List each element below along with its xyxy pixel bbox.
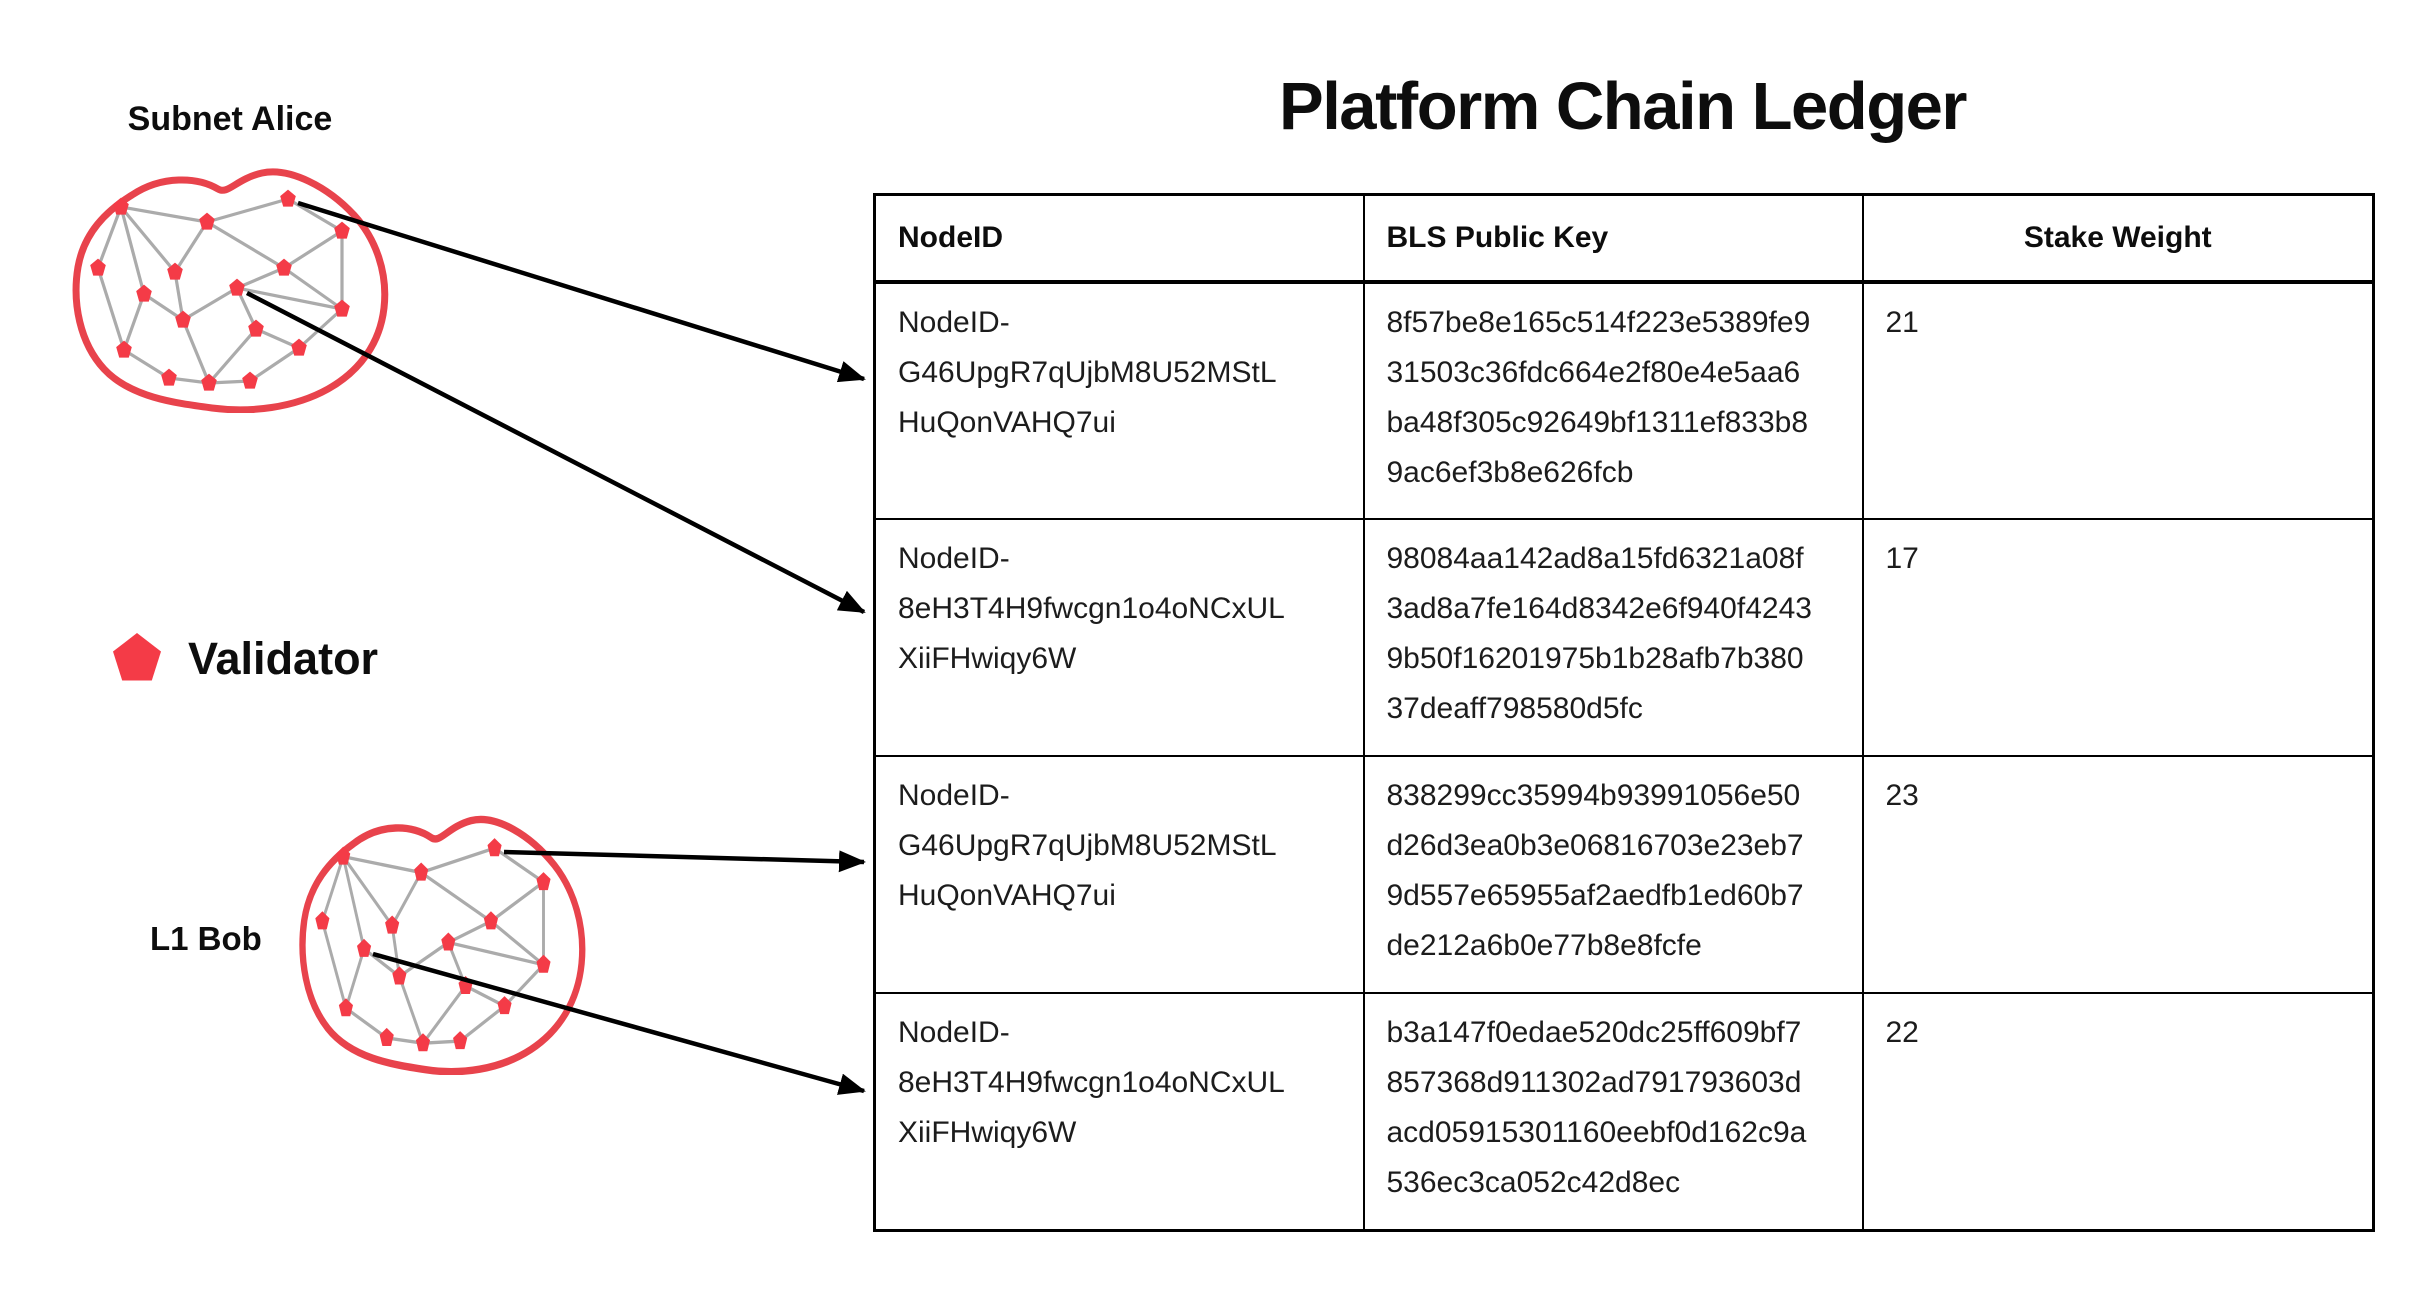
validator-node-icon: [441, 932, 456, 951]
bls-key-cell: 838299cc35994b93991056e50d26d3ea0b3e0681…: [1362, 755, 1864, 994]
stake-weight-cell: 21: [1861, 281, 2375, 520]
subnet-alice-network: [70, 163, 390, 413]
validator-node-icon: [385, 915, 400, 934]
validator-node-icon: [90, 258, 106, 276]
validator-node-icon: [201, 373, 217, 391]
ledger-row: NodeID-G46UpgR7qUjbM8U52MStLHuQonVAHQ7ui…: [873, 281, 2375, 520]
validator-node-icon: [392, 966, 407, 985]
legend-label: Validator: [188, 632, 379, 684]
validator-node-icon: [280, 189, 296, 207]
legend: Validator: [112, 632, 378, 684]
bls-key-cell: 8f57be8e165c514f223e5389fe931503c36fdc66…: [1362, 281, 1864, 520]
page-title: Platform Chain Ledger: [1279, 69, 1967, 144]
peer-links: [96, 197, 344, 385]
pentagon-icon: [113, 633, 161, 681]
subnet-alice-label: Subnet Alice: [127, 100, 333, 138]
validator-node-icon: [356, 938, 372, 957]
peer-links: [320, 846, 545, 1045]
validator-node-icon: [536, 954, 551, 973]
validator-node-icon: [336, 846, 351, 865]
stake-weight-cell: 23: [1861, 755, 2375, 994]
ledger-header-row: NodeID BLS Public Key Stake Weight: [873, 193, 2375, 284]
validator-node-icon: [536, 872, 551, 891]
validator-node-icon: [315, 911, 330, 930]
l1-bob-network: [297, 810, 587, 1075]
l1-bob-label: L1 Bob: [150, 920, 262, 957]
validator-node-icon: [113, 197, 129, 215]
stake-weight-cell: 22: [1861, 992, 2375, 1231]
validator-node-icon: [334, 299, 350, 317]
validator-node-icon: [453, 1031, 468, 1050]
validator-node-icon: [379, 1027, 394, 1046]
validator-node-icon: [175, 310, 191, 328]
validator-node-icon: [161, 368, 177, 386]
validator-node-icon: [334, 221, 350, 239]
validator-node-icon: [487, 838, 502, 857]
nodeid-cell: NodeID-G46UpgR7qUjbM8U52MStLHuQonVAHQ7ui: [873, 755, 1365, 994]
stake-weight-cell: 17: [1861, 518, 2375, 757]
ledger-row: NodeID-8eH3T4H9fwcgn1o4oNCxULXiiFHwiqy6W…: [873, 518, 2375, 757]
validator-node-icon: [483, 911, 499, 930]
validator-node-icon: [338, 998, 354, 1017]
header-stake-weight: Stake Weight: [1861, 193, 2375, 284]
nodeid-cell: NodeID-8eH3T4H9fwcgn1o4oNCxULXiiFHwiqy6W: [873, 518, 1365, 757]
validator-node-icon: [199, 212, 215, 230]
bls-key-cell: b3a147f0edae520dc25ff609bf7857368d911302…: [1362, 992, 1864, 1231]
ledger-table-body: NodeID-G46UpgR7qUjbM8U52MStLHuQonVAHQ7ui…: [873, 281, 2375, 1231]
validator-node-icon: [458, 975, 473, 995]
validator-node-icon: [116, 340, 132, 358]
validator-node-icon: [248, 319, 264, 337]
validator-node-icon: [229, 278, 245, 296]
nodeid-cell: NodeID-8eH3T4H9fwcgn1o4oNCxULXiiFHwiqy6W: [873, 992, 1365, 1231]
header-nodeid: NodeID: [873, 193, 1365, 284]
ledger-row: NodeID-8eH3T4H9fwcgn1o4oNCxULXiiFHwiqy6W…: [873, 992, 2375, 1231]
ledger-row: NodeID-G46UpgR7qUjbM8U52MStLHuQonVAHQ7ui…: [873, 755, 2375, 994]
ledger-table: NodeID BLS Public Key Stake Weight NodeI…: [873, 193, 2375, 1232]
nodeid-cell: NodeID-G46UpgR7qUjbM8U52MStLHuQonVAHQ7ui: [873, 281, 1365, 520]
validator-node-icon: [414, 862, 429, 881]
validator-node-icon: [242, 371, 258, 389]
validator-node-icon: [167, 262, 183, 280]
validator-node-icon: [136, 284, 152, 302]
validator-node-icon: [276, 258, 292, 276]
bls-key-cell: 98084aa142ad8a15fd6321a08f3ad8a7fe164d83…: [1362, 518, 1864, 757]
header-bls-key: BLS Public Key: [1362, 193, 1864, 284]
